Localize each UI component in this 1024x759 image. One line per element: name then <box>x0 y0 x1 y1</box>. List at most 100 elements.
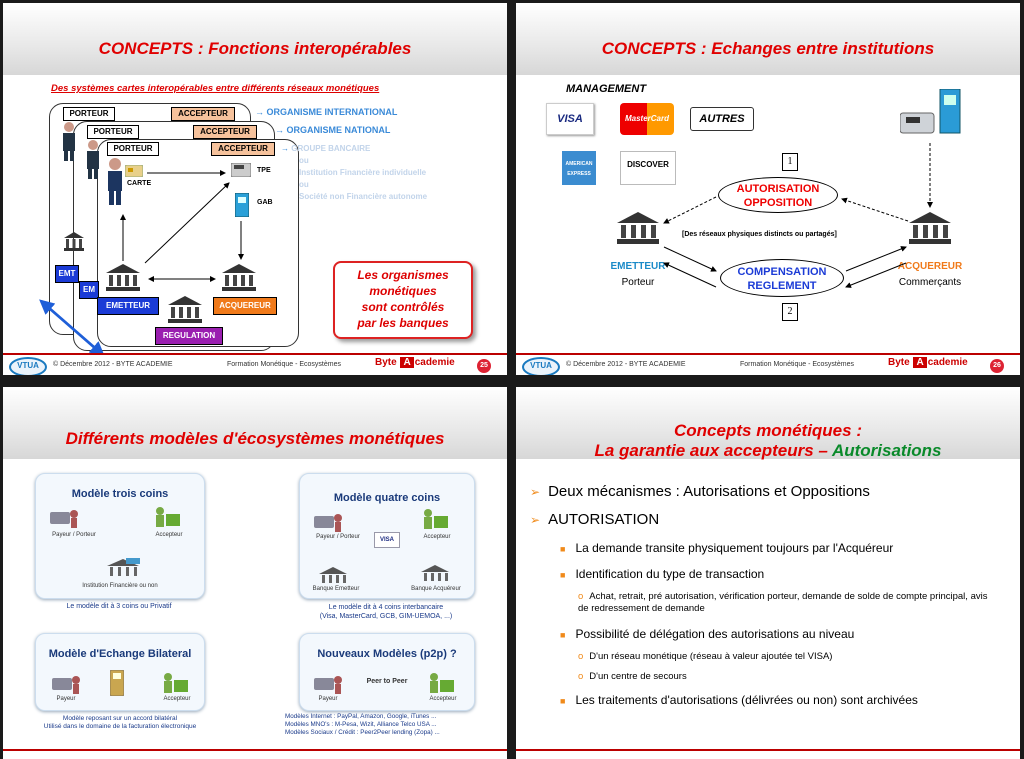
accepteur-label: Accepteur <box>423 534 451 540</box>
slide-title: CONCEPTS : Fonctions interopérables <box>98 39 412 58</box>
acquereur-label: ACQUEREUR <box>897 261 963 272</box>
bank-acquereur-label: Banque Acquéreur <box>411 586 461 592</box>
terminal-icon <box>110 670 124 696</box>
footer-formation: Formation Monétique - Ecosystèmes <box>740 361 854 368</box>
institution-label: Institution Financière ou non <box>82 583 158 589</box>
amex-logo: AMERICAN EXPRESS <box>562 151 596 185</box>
slide-subtitle: Des systèmes cartes interopérables entre… <box>51 83 380 94</box>
callout-box: Les organismes monétiques sont contrôlés… <box>333 261 473 339</box>
page-number: 26 <box>990 359 1004 373</box>
payeur-icon <box>314 514 342 532</box>
slide-26: CONCEPTS : Echanges entre institutions M… <box>516 3 1020 375</box>
bank-icon <box>106 264 140 291</box>
commercants-label: Commerçants <box>898 277 962 288</box>
bank-emetteur-label: Banque Emetteur <box>312 586 360 592</box>
bank-icon <box>168 296 202 323</box>
title-band <box>3 387 507 459</box>
model-quatre-coins: Modèle quatre coins Payeur / Porteur Acc… <box>299 473 475 599</box>
person-icon <box>108 158 122 205</box>
gab-label: GAB <box>257 199 273 206</box>
person-icon <box>87 140 99 179</box>
terminal-atm-icon <box>900 89 961 134</box>
payeur-label: Payeur / Porteur <box>52 532 96 538</box>
porteur-box: PORTEUR <box>107 142 159 156</box>
payeur-label: Payeur <box>56 696 76 702</box>
footer-edge <box>3 749 507 759</box>
card-icon <box>125 165 143 177</box>
model-p2p: Nouveaux Modèles (p2p) ? Payeur Peer to … <box>299 633 475 711</box>
accepteur-icon <box>430 673 454 693</box>
model-title: Modèle quatre coins <box>333 492 441 504</box>
page-number: 25 <box>477 359 491 373</box>
accepteur-label: Accepteur <box>429 696 457 702</box>
payeur-label: Payeur / Porteur <box>316 534 360 540</box>
footer: VTUA © Décembre 2012 - BYTE ACADEMIE For… <box>516 353 1020 375</box>
gab-icon <box>235 193 249 217</box>
bank-icon <box>319 567 347 583</box>
slide1-arrows <box>39 170 244 357</box>
org-national-label: → ORGANISME NATIONAL <box>275 125 391 135</box>
bullet-1: ➢Deux mécanismes : Autorisations et Oppo… <box>530 483 870 500</box>
accepteur-icon <box>156 507 180 527</box>
institution-icon <box>107 558 140 576</box>
visa-logo: VISA <box>546 103 594 135</box>
mastercard-logo: MasterCard <box>620 103 674 135</box>
person-icon <box>63 122 75 161</box>
accepteur-icon <box>424 509 448 529</box>
model-caption: Le modèle dit à 3 coins ou Privatif <box>66 603 172 610</box>
payeur-label: Payeur <box>318 696 338 702</box>
payeur-icon <box>314 676 342 694</box>
emetteur-label: EMETTEUR <box>610 261 666 272</box>
porteur-label: Porteur <box>621 277 655 288</box>
bank-icon <box>421 565 449 581</box>
groupe-label: → GROUPE BANCAIRE ou Institution Financi… <box>281 144 428 201</box>
tpe-icon <box>231 163 251 177</box>
accepteur-icon <box>164 673 188 693</box>
payeur-icon <box>52 676 80 694</box>
bullet-3: ■La demande transite physiquement toujou… <box>560 541 894 555</box>
slide-ecosystemes: Différents modèles d'écosystèmes monétiq… <box>3 387 507 759</box>
slide-title: CONCEPTS : Echanges entre institutions <box>601 39 935 58</box>
footer-formation: Formation Monétique - Ecosystèmes <box>227 361 341 368</box>
bank-icon <box>222 264 256 291</box>
model-caption: Modèles Internet : PayPal, Amazon, Googl… <box>285 713 440 736</box>
bank-icon <box>64 232 84 251</box>
footer: VTUA © Décembre 2012 - BYTE ACADEMIE For… <box>3 353 507 375</box>
slide-25: CONCEPTS : Fonctions interopérables Des … <box>3 3 507 375</box>
bank-acquereur-icon <box>909 212 951 244</box>
porteur-box: PORTEUR <box>63 107 115 121</box>
emetteur-box-back: EM <box>79 281 99 299</box>
title-band <box>516 3 1020 75</box>
autres-box: AUTRES <box>690 107 754 131</box>
step-2: 2 <box>782 303 798 321</box>
payeur-icon <box>50 510 78 528</box>
footer-copyright: © Décembre 2012 - BYTE ACADEMIE <box>566 361 686 368</box>
acquereur-box: ACQUEREUR <box>213 297 277 315</box>
accepteur-box: ACCEPTEUR <box>171 107 235 121</box>
tpe-label: TPE <box>257 167 271 174</box>
slide-title: Différents modèles d'écosystèmes monétiq… <box>65 429 445 448</box>
model-trois-coins: Modèle trois coins Payeur / Porteur Acce… <box>35 473 205 599</box>
vtua-logo: VTUA <box>522 357 560 375</box>
accepteur-label: Accepteur <box>163 696 191 702</box>
model-title: Modèle d'Echange Bilateral <box>48 648 192 660</box>
accepteur-label: Accepteur <box>155 532 183 538</box>
title-band <box>516 387 1020 459</box>
model-caption: Le modèle dit à 4 coins interbancaire(Vi… <box>319 604 453 620</box>
p2p-label: Peer to Peer <box>366 678 408 685</box>
management-label: MANAGEMENT <box>566 83 647 95</box>
discover-logo: DISCOVER <box>620 151 676 185</box>
emetteur-box-back: EMT <box>55 265 79 283</box>
visa-icon: VISA <box>374 532 400 548</box>
footer-edge <box>516 749 1020 759</box>
carte-label: CARTE <box>127 180 152 187</box>
bullet-4: ■Identification du type de transaction <box>560 567 765 581</box>
model-title: Nouveaux Modèles (p2p) ? <box>317 648 457 660</box>
